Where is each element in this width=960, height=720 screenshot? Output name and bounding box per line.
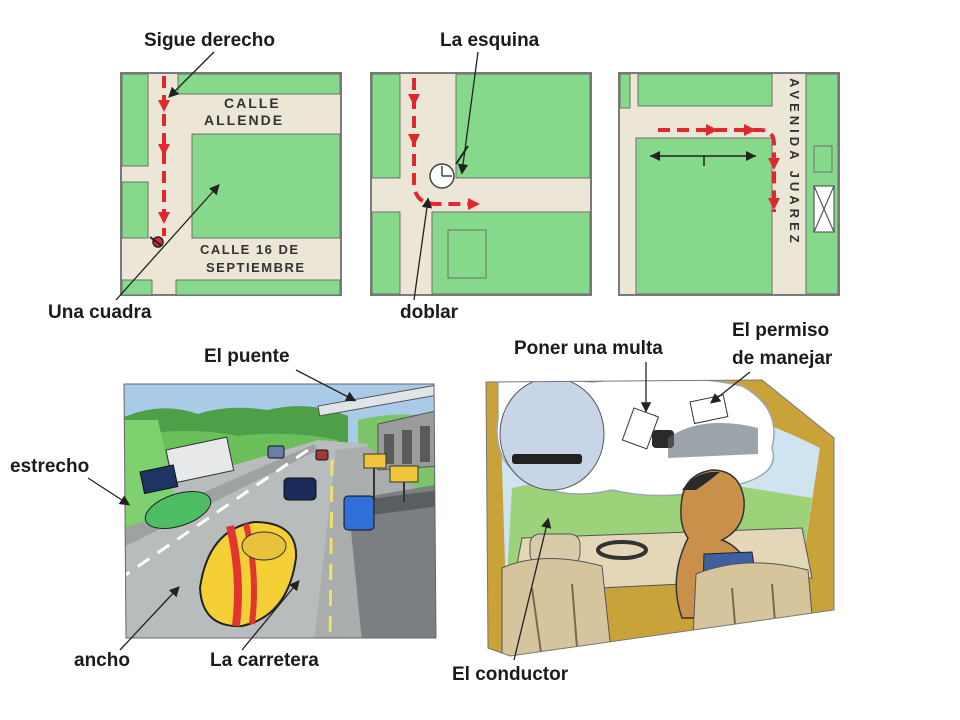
blue-car <box>343 495 375 531</box>
block-bottom <box>175 279 341 296</box>
building <box>447 229 487 279</box>
block-top-left <box>619 73 631 109</box>
bridge-deck <box>317 384 436 417</box>
map-straight-ahead: CALLE ALLENDE CALLE 16 DE SEPTIEMBRE <box>120 72 342 296</box>
block-left-bottom <box>121 181 149 239</box>
label-el-conductor: El conductor <box>452 664 569 685</box>
seat-left <box>501 557 613 656</box>
block-right <box>805 73 839 295</box>
steering-wheel <box>596 540 648 560</box>
car-interior-illustration <box>485 379 835 657</box>
label-el-puente: El puente <box>204 346 290 367</box>
building-1 <box>813 145 833 173</box>
pointer-el-conductor <box>513 517 552 661</box>
route-arrow-1 <box>158 100 170 112</box>
route-arrow-2 <box>158 144 170 156</box>
street-sign-16-1: CALLE 16 DE <box>200 242 300 257</box>
pointer-doblar <box>413 197 433 301</box>
route-turn <box>412 78 472 206</box>
label-la-carretera: La carretera <box>210 650 319 671</box>
block-main <box>455 73 591 179</box>
block-top <box>637 73 773 107</box>
block-left-lower <box>371 211 401 295</box>
pointer-la-esquina <box>457 51 479 175</box>
pointer-sigue-derecho <box>168 51 215 98</box>
label-ancho: ancho <box>74 650 130 671</box>
label-sigue-derecho: Sigue derecho <box>144 30 275 51</box>
label-de-manejar: de manejar <box>732 348 833 369</box>
street-sign-allende-2: ALLENDE <box>204 112 284 128</box>
label-el-permiso: El permiso <box>732 320 830 341</box>
green-car <box>144 491 212 529</box>
pointer-permiso <box>709 371 751 404</box>
street-sign-avenida: AVENIDA JUAREZ <box>787 78 802 247</box>
label-poner-una-multa: Poner una multa <box>514 338 663 359</box>
block-left-upper <box>371 73 401 179</box>
street-sign-allende-1: CALLE <box>224 95 281 111</box>
pointer-una-cuadra <box>115 184 220 301</box>
route-avenida <box>658 128 776 212</box>
street-sign-16-2: SEPTIEMBRE <box>206 260 306 275</box>
block-bottom-left <box>121 279 153 296</box>
pointer-ancho <box>119 586 180 651</box>
map-turn-corner <box>370 72 592 296</box>
map-avenida: AVENIDA JUAREZ <box>618 72 840 296</box>
pointer-estrecho <box>87 477 131 506</box>
pointer-la-carretera <box>241 579 300 651</box>
highway-illustration <box>123 383 437 639</box>
block-left-top <box>121 73 149 167</box>
label-la-esquina: La esquina <box>440 30 540 51</box>
route-arrow-3 <box>158 212 170 224</box>
label-doblar: doblar <box>400 302 459 323</box>
pointer-el-puente <box>295 369 357 402</box>
label-estrecho: estrecho <box>10 456 90 477</box>
label-una-cuadra: Una cuadra <box>48 302 152 323</box>
block-top <box>177 73 341 95</box>
